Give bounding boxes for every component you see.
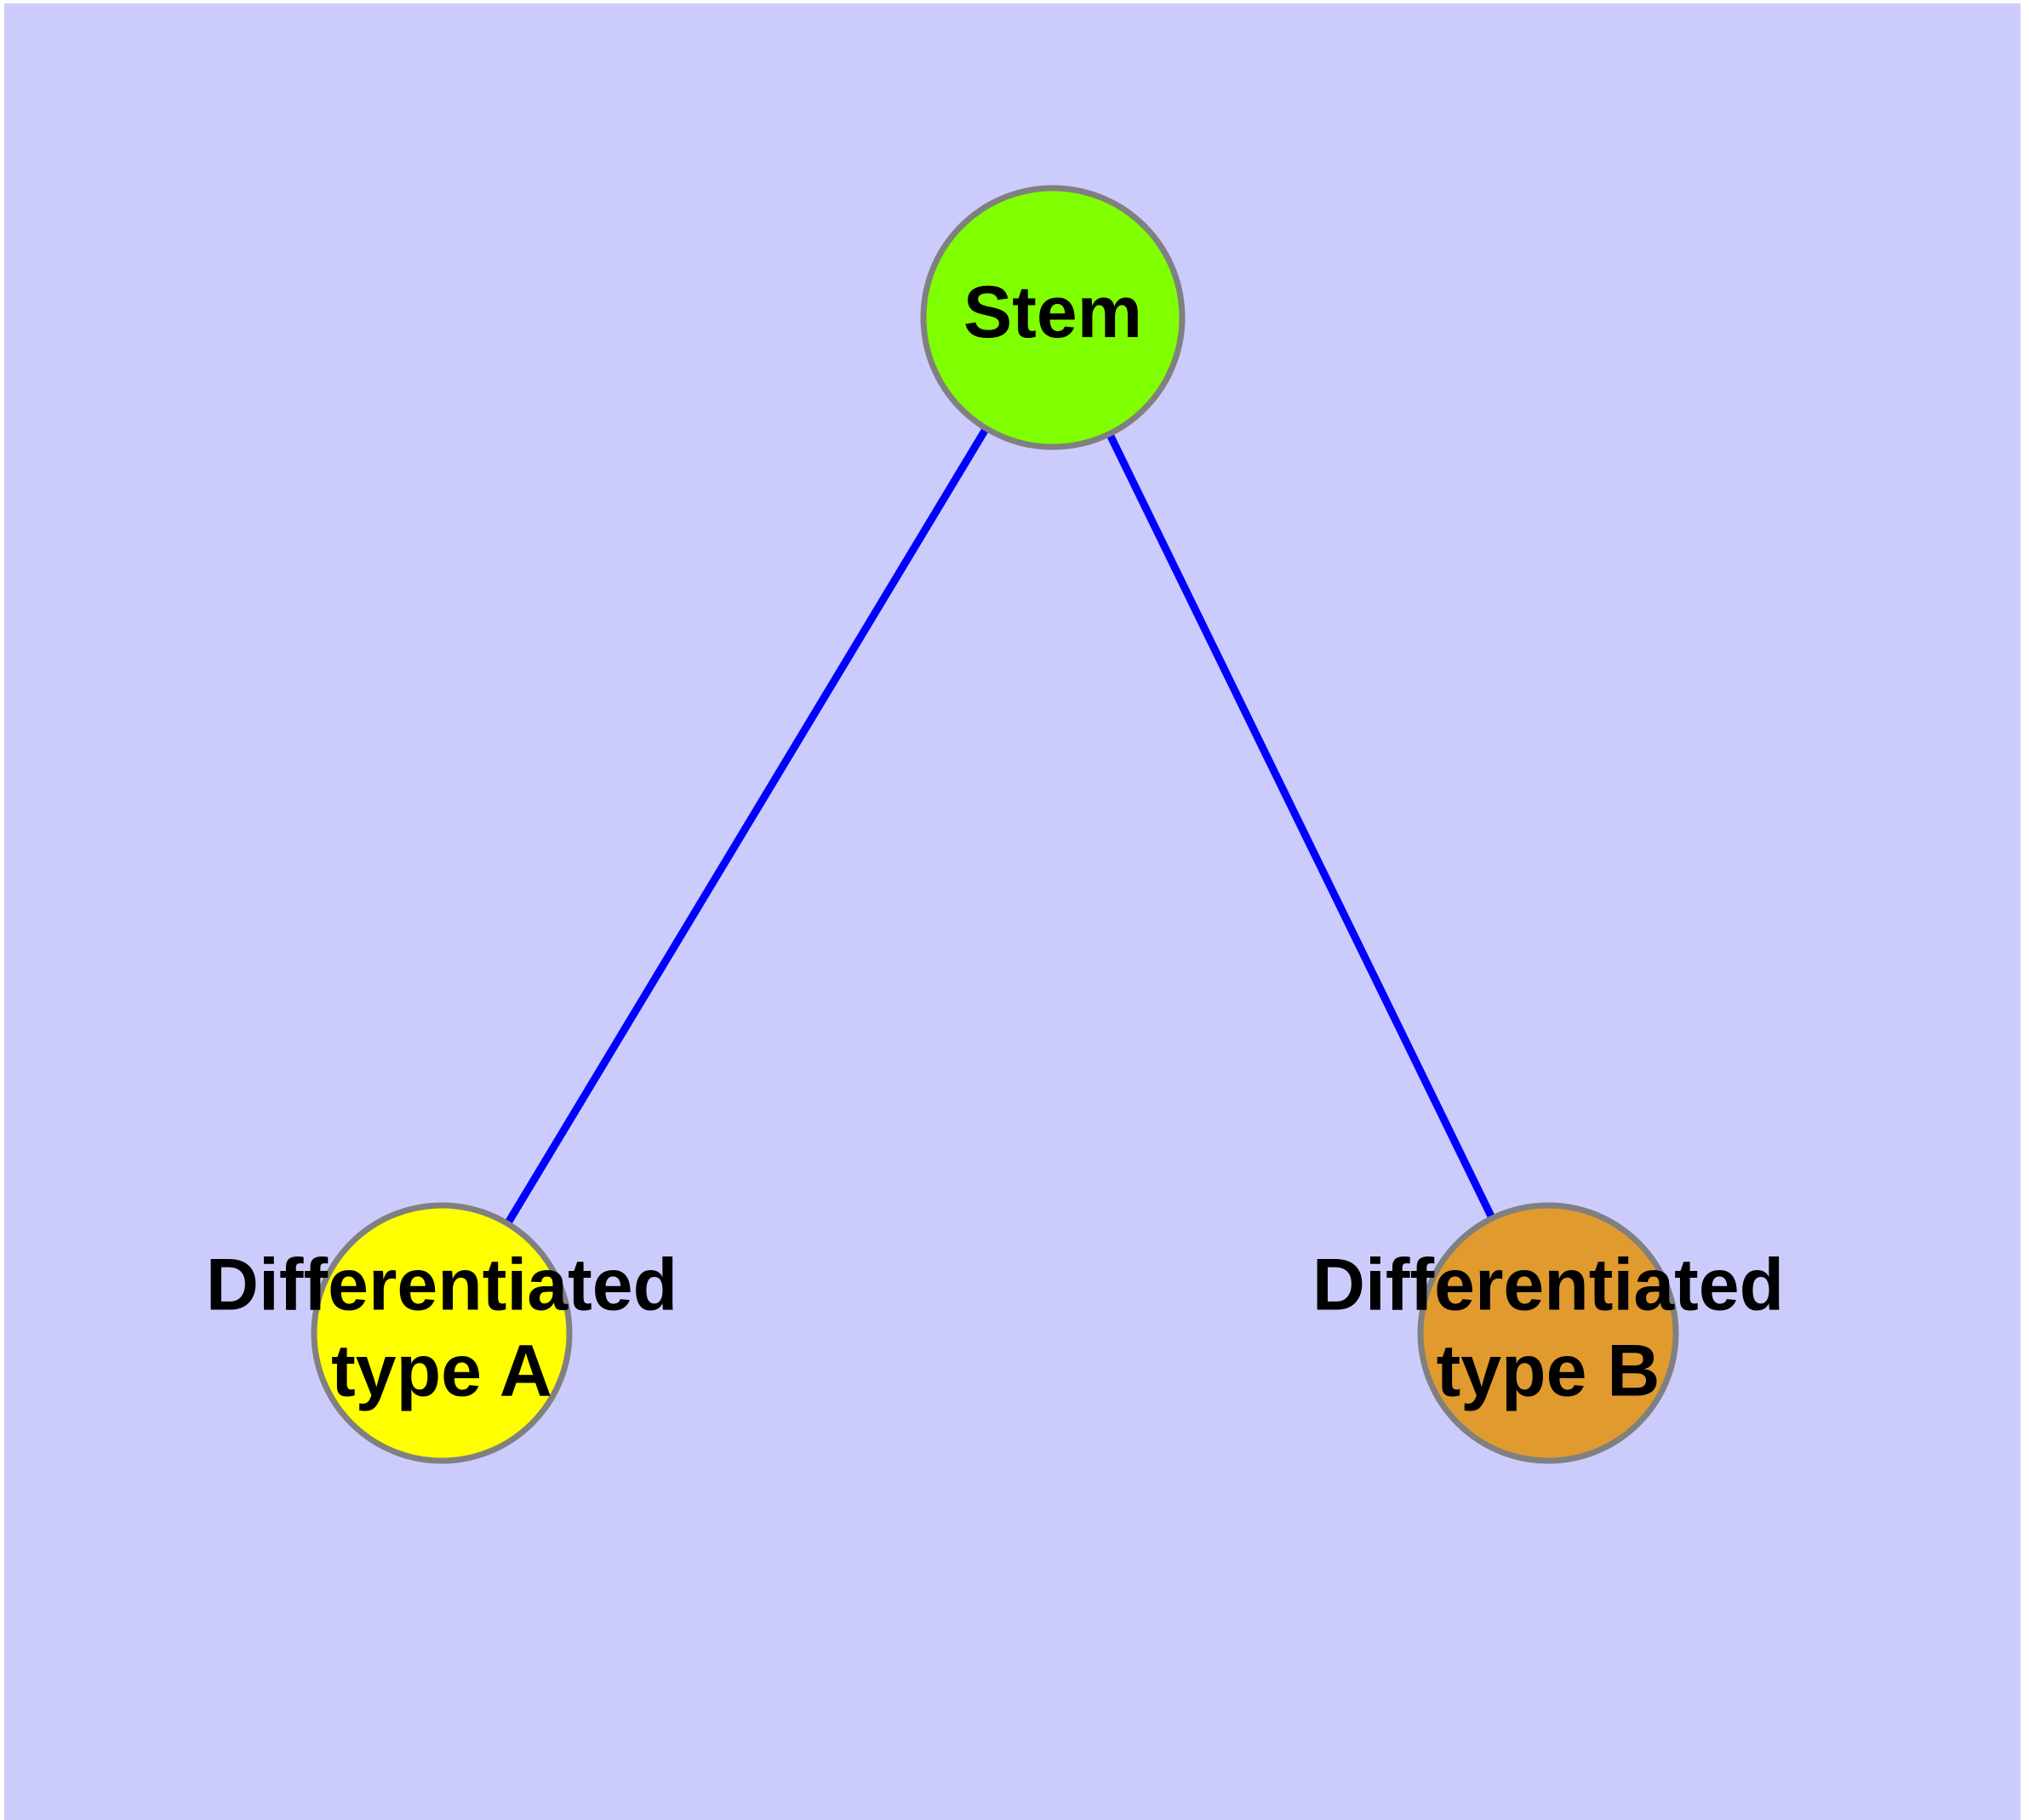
graph-node-label-stem: Stem bbox=[963, 272, 1142, 353]
graph-edge-stem-diff_a bbox=[438, 315, 1056, 1336]
graph-node-label-line: type B bbox=[1437, 1330, 1660, 1411]
nodes-layer bbox=[311, 185, 1679, 1464]
graph-node-label-line: type A bbox=[331, 1330, 552, 1411]
graph-node-label-line: Differentiated bbox=[1312, 1244, 1784, 1325]
graph-node-diff_b[interactable] bbox=[1417, 1202, 1679, 1464]
graph-node-label-line: Differentiated bbox=[206, 1244, 677, 1325]
edges-layer bbox=[438, 315, 1552, 1336]
graph-node-diff_a[interactable] bbox=[311, 1202, 573, 1464]
graph-node-stem[interactable] bbox=[920, 185, 1186, 450]
graph-node-label-line: Stem bbox=[963, 272, 1142, 353]
graph-edge-stem-diff_b bbox=[1049, 316, 1552, 1335]
